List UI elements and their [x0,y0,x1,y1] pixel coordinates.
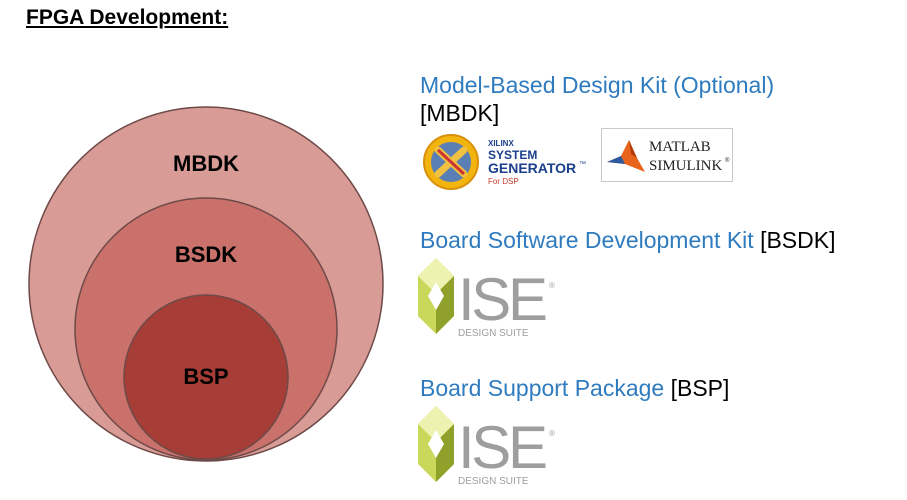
mbdk-label: MBDK [173,151,239,176]
bsp-title: Board Support Package [420,375,665,401]
design-suite-text: DESIGN SUITE [458,328,529,339]
ise-text: ISE [458,266,548,333]
mbdk-title: Model-Based Design Kit (Optional) [420,72,775,98]
for-dsp-text: For DSP [488,177,519,186]
bsp-section-title: Board Support Package [BSP] [420,375,729,402]
xilinx-text: XILINX [488,139,514,148]
bsdk-title: Board Software Development Kit [420,227,754,253]
xilinx-system-generator-logo: XILINX SYSTEM GENERATOR ™ For DSP [423,134,586,190]
bsdk-label: BSDK [175,242,237,267]
ise-reg: ® [549,429,555,438]
system-text: SYSTEM [488,148,537,162]
bsdk-section-title: Board Software Development Kit [BSDK] [420,227,835,254]
ise-design-suite-logo-bsp: ISE ® DESIGN SUITE [418,406,555,487]
matlab-text: MATLAB [649,139,711,155]
nested-circles-diagram: MBDK BSDK BSP [28,106,384,462]
mbdk-abbr: [MBDK] [420,100,500,126]
ise-design-suite-logo-bsdk: ISE ® DESIGN SUITE [418,258,555,339]
ise-text: ISE [458,414,548,481]
page-title: FPGA Development: [26,6,229,29]
bsp-abbr: [BSP] [670,375,730,401]
mbdk-section-title: Model-Based Design Kit (Optional) [420,72,774,99]
generator-tm: ™ [579,161,586,168]
generator-text: GENERATOR [488,160,576,176]
design-suite-text: DESIGN SUITE [458,476,529,487]
ise-reg: ® [549,281,555,290]
matlab-simulink-logo: MATLAB SIMULINK ® [601,128,733,182]
simulink-reg: ® [725,157,730,164]
bsp-circle [123,294,289,460]
bsp-label: BSP [183,364,228,389]
simulink-text: SIMULINK [649,158,722,174]
bsdk-abbr: [BSDK] [760,227,836,253]
